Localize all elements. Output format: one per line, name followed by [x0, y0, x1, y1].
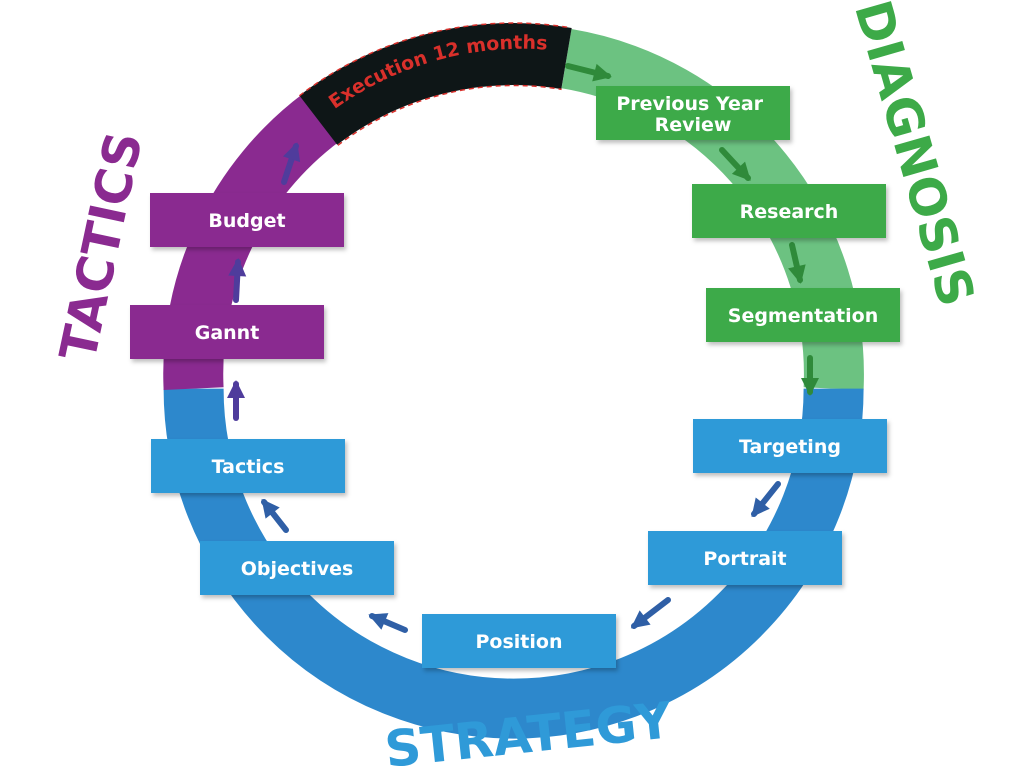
stage-research: Research — [692, 184, 886, 238]
stage-label: Gannt — [195, 322, 260, 344]
arrowhead-icon — [228, 258, 247, 277]
stage-portrait: Portrait — [648, 531, 842, 585]
arrowhead-icon — [731, 161, 751, 181]
stage-label: Targeting — [739, 436, 841, 458]
stage-previous-year-review: Previous Year Review — [596, 86, 790, 140]
arrowhead-icon — [788, 264, 806, 284]
stage-tactics: Tactics — [151, 439, 345, 493]
arrowhead-icon — [751, 497, 770, 518]
stage-label: Tactics — [212, 456, 285, 478]
execution-border — [337, 84, 562, 146]
stage-label: Portrait — [703, 548, 786, 570]
arrowhead-icon — [261, 498, 280, 519]
arrowhead-icon — [227, 380, 245, 398]
phase-title-diagnosis: DIAGNOSIS — [843, 0, 986, 313]
stage-targeting: Targeting — [693, 419, 887, 473]
execution-border — [298, 22, 572, 97]
cycle-arrows — [227, 63, 819, 633]
stage-segmentation: Segmentation — [706, 288, 900, 342]
stage-budget: Budget — [150, 193, 344, 247]
arrowhead-icon — [801, 378, 819, 396]
stage-label: Segmentation — [728, 305, 878, 327]
stage-label: Research — [740, 201, 839, 223]
stage-position: Position — [422, 614, 616, 668]
arrowhead-icon — [630, 610, 651, 629]
stage-label: Previous Year — [616, 93, 763, 115]
stage-label: Budget — [208, 210, 285, 232]
svg-text:Previous Year Review: Previous Year Review — [616, 93, 769, 136]
arrowhead-icon — [283, 142, 301, 163]
arrowhead-icon — [368, 613, 389, 630]
stage-boxes: Previous Year Review Research Segmentati… — [130, 86, 900, 668]
stage-label: Review — [655, 114, 732, 136]
stage-gannt: Gannt — [130, 305, 324, 359]
execution-segment — [299, 23, 572, 146]
stage-objectives: Objectives — [200, 541, 394, 595]
arrowhead-icon — [592, 63, 612, 82]
stage-label: Position — [476, 631, 563, 653]
stage-label: Objectives — [241, 558, 354, 580]
